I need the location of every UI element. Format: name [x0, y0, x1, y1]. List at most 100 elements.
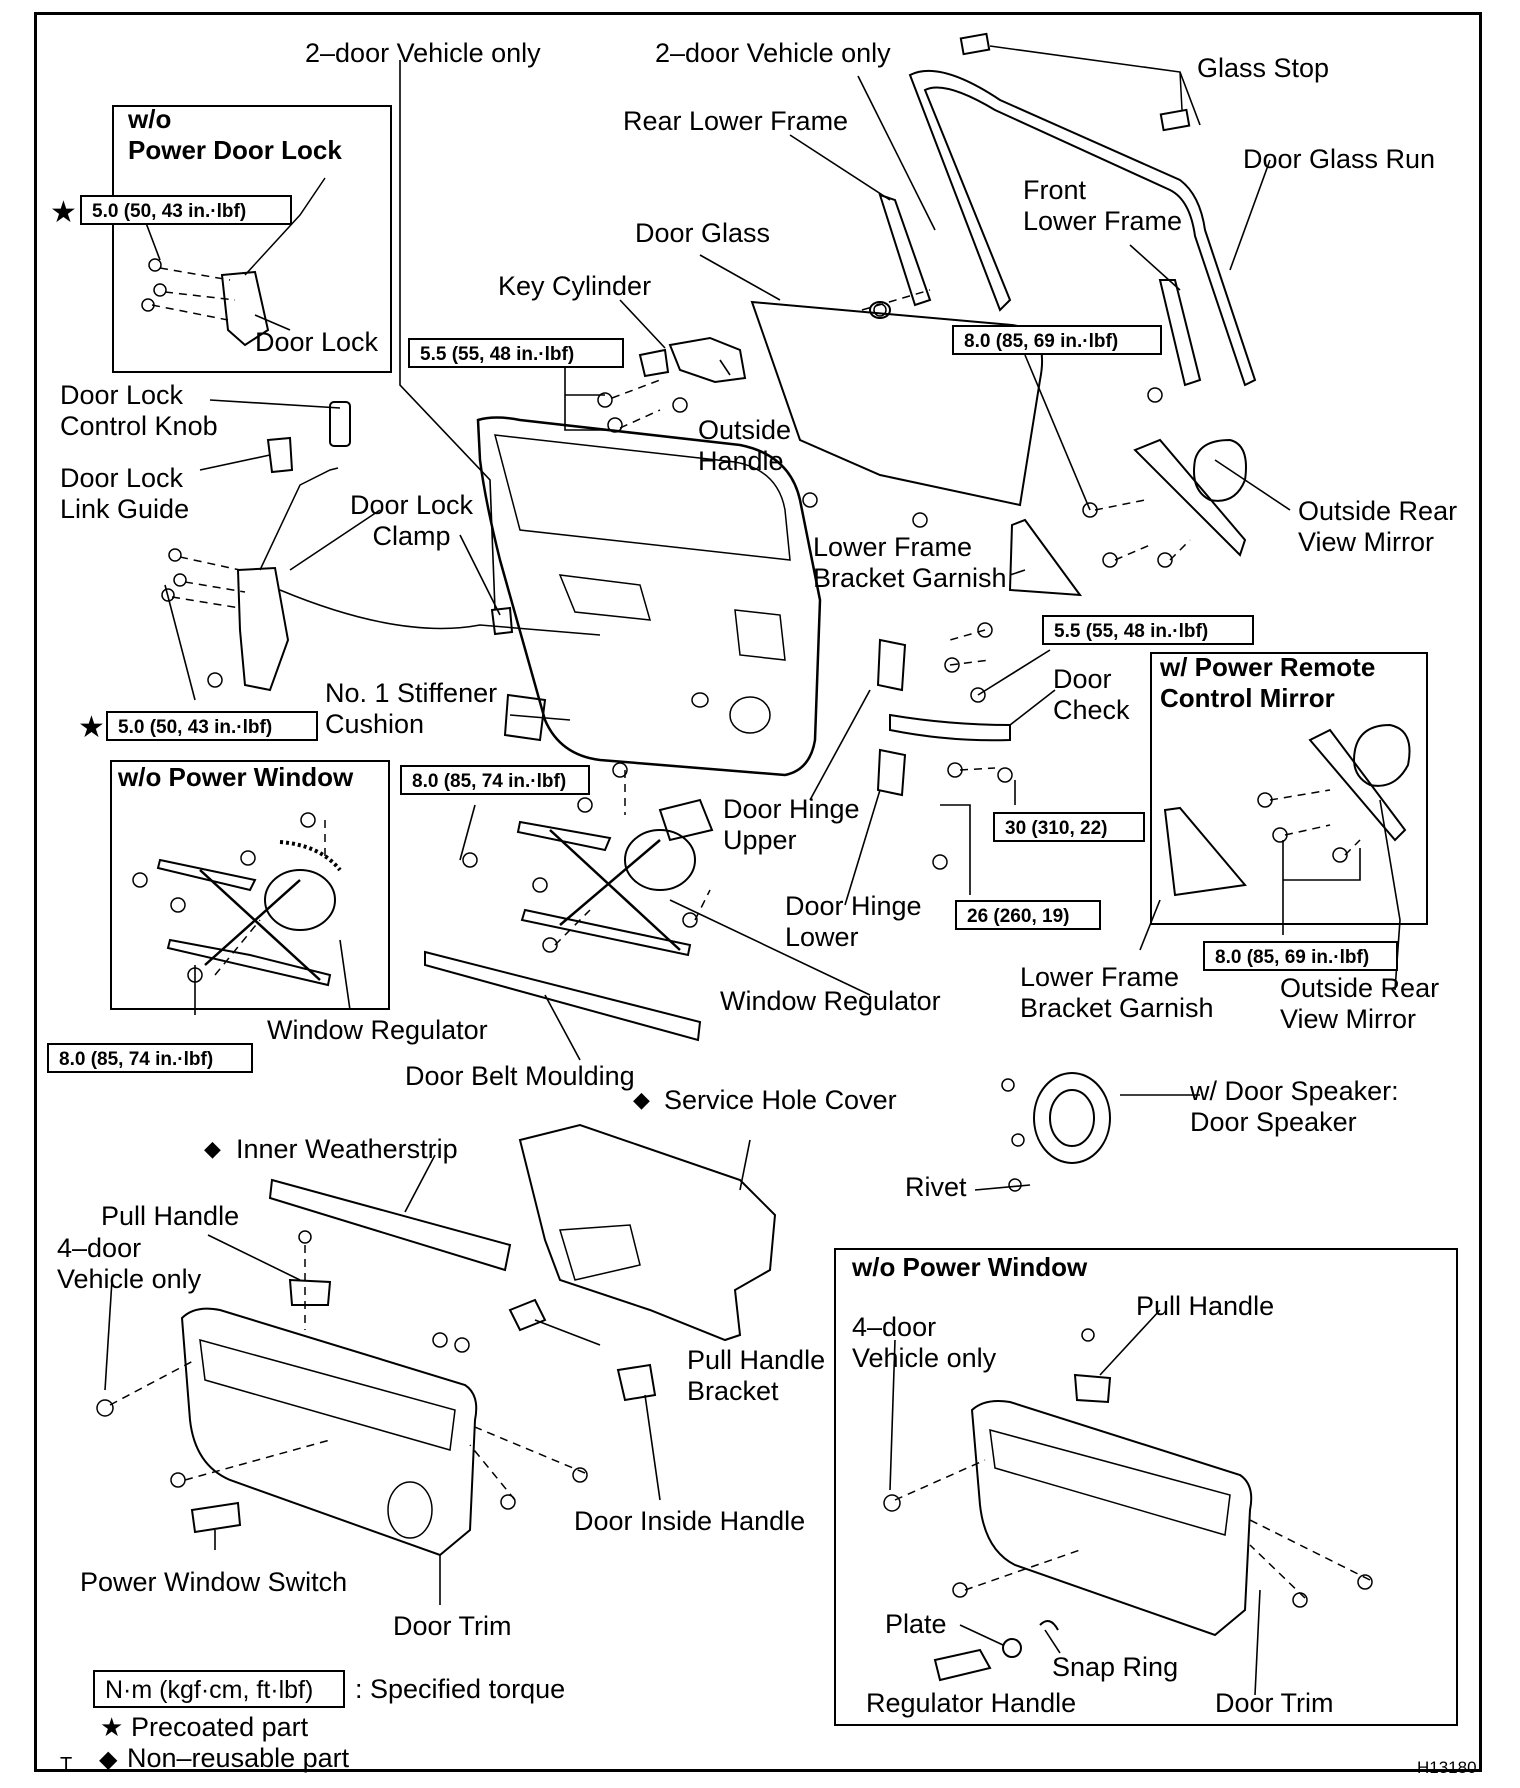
torque-box-t3: 8.0 (85, 69 in.·lbf): [952, 325, 1162, 355]
torque-box-t2: 5.5 (55, 48 in.·lbf): [408, 338, 624, 368]
torque-box-t6: 8.0 (85, 74 in.·lbf): [400, 765, 590, 795]
figure-code: H13180: [1417, 1758, 1477, 1777]
snap-ring-part: [1039, 1620, 1059, 1631]
label-rear-lower-frame: Rear Lower Frame: [623, 106, 849, 136]
plate-part: [1002, 1638, 1022, 1658]
inner-weatherstrip-part: [268, 1178, 512, 1272]
door-inside-handle-part: [616, 1363, 657, 1402]
legend-diamond-icon: ◆: [99, 1746, 118, 1773]
label-window-regulator-right: Window Regulator: [720, 986, 941, 1016]
box-w-power-remote-mirror: [1150, 652, 1428, 925]
garnish-bottom-part: [1163, 806, 1247, 897]
label-service-hole-cover: Service Hole Cover: [664, 1085, 897, 1115]
glass-stop-parts: [959, 32, 1191, 132]
label-door-glass-run: Door Glass Run: [1243, 144, 1436, 174]
label-rivet: Rivet: [905, 1172, 967, 1202]
label-snap-ring: Snap Ring: [1052, 1652, 1179, 1682]
label-door-trim-left: Door Trim: [393, 1611, 512, 1641]
garnish-top-part: [1008, 518, 1083, 597]
torque-box-t1: 5.0 (50, 43 in.·lbf): [80, 195, 292, 225]
label-door-inside-handle: Door Inside Handle: [574, 1506, 806, 1536]
box-title-wo-power-window-left: w/o Power Window: [118, 762, 354, 792]
door-panel-part: [476, 416, 822, 777]
door-lock-assembly-part: [236, 467, 601, 692]
star-icon-t1: ★: [50, 196, 77, 229]
window-regulator-left-part: [156, 840, 342, 987]
front-lower-frame-part: [1158, 279, 1202, 387]
label-glass-stop: Glass Stop: [1197, 53, 1330, 83]
label-no1-stiffener-cushion: No. 1 Stiffener Cushion: [325, 678, 498, 739]
label-door-belt-moulding: Door Belt Moulding: [405, 1061, 635, 1091]
speaker-part: [1033, 1072, 1111, 1164]
fasteners: [96, 258, 1373, 1608]
label-two-door-right: 2–door Vehicle only: [655, 38, 891, 68]
label-two-door-left: 2–door Vehicle only: [305, 38, 541, 68]
power-window-switch-part: [190, 1501, 242, 1534]
box-wo-power-window-right: [834, 1248, 1458, 1726]
label-key-cylinder: Key Cylinder: [498, 271, 652, 301]
legend-torque-text: : Specified torque: [355, 1674, 566, 1704]
label-door-glass: Door Glass: [635, 218, 771, 248]
label-pull-handle-right: Pull Handle: [1136, 1291, 1275, 1321]
label-inner-weatherstrip: Inner Weatherstrip: [236, 1134, 458, 1164]
label-door-check: Door Check: [1053, 664, 1130, 725]
torque-box-t8: 26 (260, 19): [955, 900, 1101, 930]
door-lock-clamp-part: [490, 606, 514, 636]
mirror-top-part: [1133, 438, 1247, 557]
label-power-window-switch: Power Window Switch: [80, 1567, 348, 1597]
torque-leader-lines: [139, 206, 1361, 1015]
belt-moulding-part: [424, 950, 702, 1042]
label-door-hinge-upper: Door Hinge Upper: [723, 794, 860, 855]
label-window-regulator-left: Window Regulator: [267, 1015, 488, 1045]
service-hole-cover-part: [518, 1123, 777, 1342]
outside-handle-part: [638, 336, 747, 384]
window-regulator-right-part: [516, 798, 714, 957]
label-lower-frame-bracket-garnish-top: Lower Frame Bracket Garnish: [813, 532, 1007, 593]
torque-box-t10: 8.0 (85, 69 in.·lbf): [1203, 941, 1398, 971]
star-icon-t5: ★: [78, 711, 105, 744]
door-hinge-parts: [876, 638, 1011, 797]
torque-box-t7: 30 (310, 22): [993, 812, 1145, 842]
label-door-lock-control-knob: Door Lock Control Knob: [60, 380, 218, 441]
label-outside-rear-view-mirror-bottom: Outside Rear View Mirror: [1280, 973, 1440, 1034]
leader-lines: [104, 60, 1401, 1696]
rear-lower-frame-part: [878, 193, 932, 307]
box-title-wo-power-door-lock: w/o Power Door Lock: [128, 104, 342, 165]
label-four-door-right: 4–door Vehicle only: [852, 1312, 997, 1373]
label-door-speaker: w/ Door Speaker: Door Speaker: [1190, 1076, 1399, 1137]
box-wo-power-door-lock: [112, 105, 392, 373]
door-trim-right-part: [970, 1373, 1253, 1637]
label-front-lower-frame: Front Lower Frame: [1023, 175, 1183, 236]
label-door-lock-clamp: Door Lock Clamp: [350, 490, 474, 551]
door-trim-left-part: [180, 1278, 478, 1557]
regulator-handle-part: [933, 1648, 992, 1682]
label-door-lock-top: Door Lock: [255, 327, 379, 357]
box-title-wo-power-window-right: w/o Power Window: [852, 1252, 1088, 1282]
control-knob-part: [329, 401, 351, 447]
door-glass-run-part: [908, 69, 1257, 387]
torque-box-t4: 5.5 (55, 48 in.·lbf): [1042, 615, 1254, 645]
diagram-frame: [34, 12, 1482, 1772]
label-regulator-handle: Regulator Handle: [866, 1688, 1077, 1718]
label-outside-rear-view-mirror-top: Outside Rear View Mirror: [1298, 496, 1458, 557]
torque-box-t5: 5.0 (50, 43 in.·lbf): [106, 711, 318, 741]
label-door-trim-right: Door Trim: [1215, 1688, 1334, 1718]
label-plate: Plate: [885, 1609, 947, 1639]
label-door-lock-link-guide: Door Lock Link Guide: [60, 463, 190, 524]
legend-precoated: Precoated part: [131, 1712, 309, 1742]
legend-non-reusable: Non–reusable part: [127, 1743, 350, 1773]
label-door-hinge-lower: Door Hinge Lower: [785, 891, 922, 952]
link-guide-part: [266, 436, 294, 474]
corner-mark: T: [60, 1754, 73, 1776]
diamond-icon-service-hole: ◆: [633, 1087, 650, 1112]
label-four-door-left: 4–door Vehicle only: [57, 1233, 202, 1294]
door-lock-top-part: [220, 177, 326, 347]
legend-star-icon: ★: [100, 1712, 124, 1742]
label-pull-handle-left: Pull Handle: [101, 1201, 240, 1231]
pull-handle-bracket-part: [508, 1298, 547, 1332]
label-outside-handle: Outside Handle: [698, 415, 792, 476]
box-title-w-power-remote-mirror: w/ Power Remote Control Mirror: [1160, 652, 1376, 713]
diamond-icon-inner-weatherstrip: ◆: [204, 1136, 221, 1161]
dashed-connectors: [109, 267, 1371, 1599]
